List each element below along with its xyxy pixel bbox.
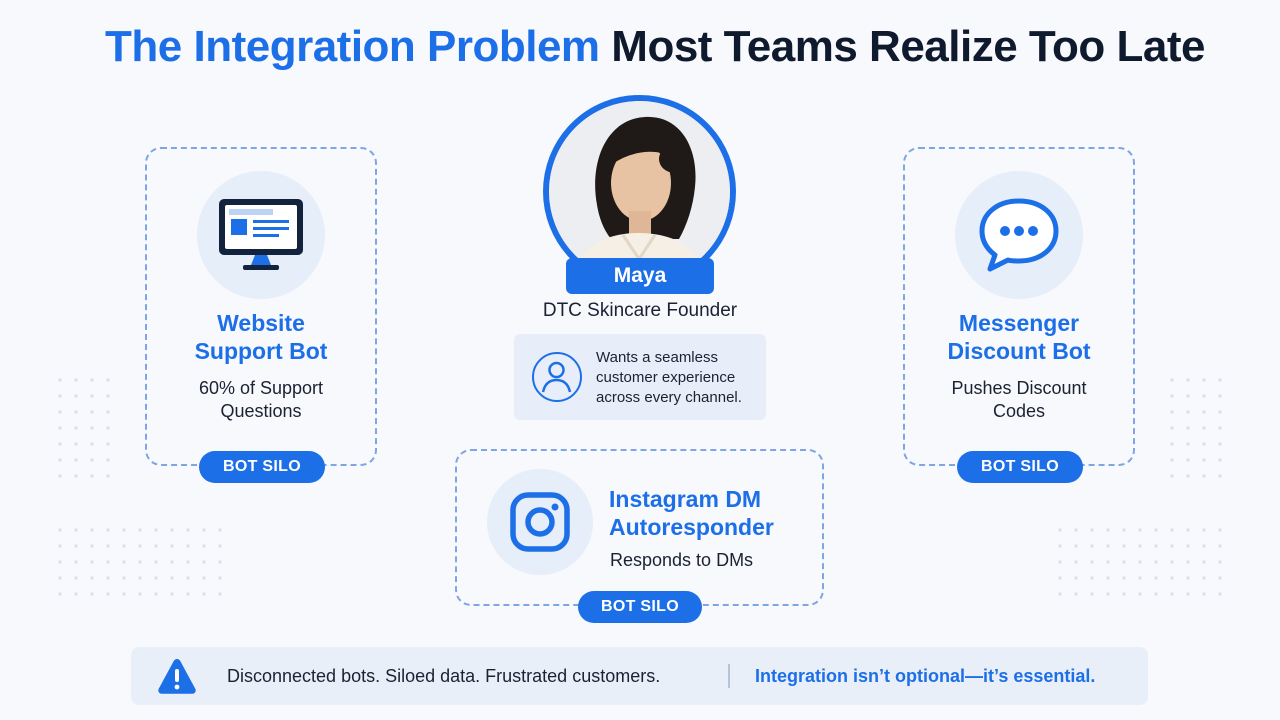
persona-avatar (543, 95, 736, 288)
website-bot-card[interactable]: Website Support Bot 60% of Support Quest… (145, 147, 377, 483)
instagram-bot-desc: Responds to DMs (610, 550, 754, 570)
dot-pattern-left-lower (52, 522, 228, 606)
dot-pattern-right-lower (1052, 522, 1228, 606)
messenger-bot-silo-badge: BOT SILO (957, 451, 1083, 483)
website-icon-circle (197, 171, 325, 299)
footer-banner: Disconnected bots. Siloed data. Frustrat… (131, 647, 1148, 705)
website-bot-desc: 60% of Support Questions (198, 378, 324, 421)
instagram-icon (510, 492, 570, 552)
persona-goal-box: Wants a seamless customer experience acr… (514, 334, 766, 420)
website-bot-silo-badge: BOT SILO (199, 451, 325, 483)
persona-goal-text: Wants a seamless customer experience acr… (596, 349, 742, 406)
instagram-bot-silo-badge: BOT SILO (578, 591, 702, 623)
page-title: The Integration Problem Most Teams Reali… (0, 22, 1280, 72)
chat-bubble-icon (979, 198, 1059, 272)
title-highlight: The Integration Problem (105, 22, 600, 71)
monitor-icon (219, 199, 303, 270)
footer-problem-text: Disconnected bots. Siloed data. Frustrat… (227, 666, 661, 686)
dot-pattern-left-upper (52, 372, 116, 490)
title-rest: Most Teams Realize Too Late (611, 22, 1205, 71)
persona-name-badge: Maya (566, 258, 714, 294)
footer-divider (728, 664, 730, 688)
persona-portrait-icon (549, 101, 730, 282)
messenger-bot-card[interactable]: Messenger Discount Bot Pushes Discount C… (903, 147, 1135, 483)
website-bot-title: Website Support Bot (194, 310, 328, 364)
user-icon (532, 352, 582, 402)
footer-message-text: Integration isn’t optional—it’s essentia… (755, 666, 1096, 686)
messenger-bot-title: Messenger Discount Bot (947, 310, 1091, 364)
instagram-icon-circle (487, 469, 593, 575)
persona-role: DTC Skincare Founder (542, 300, 738, 321)
instagram-bot-card[interactable]: Instagram DM Autoresponder Responds to D… (455, 449, 824, 623)
dot-pattern-right-upper (1164, 372, 1228, 490)
instagram-bot-title: Instagram DM Autoresponder (609, 486, 774, 540)
messenger-bot-desc: Pushes Discount Codes (951, 378, 1087, 421)
warning-icon (158, 659, 196, 694)
messenger-icon-circle (955, 171, 1083, 299)
